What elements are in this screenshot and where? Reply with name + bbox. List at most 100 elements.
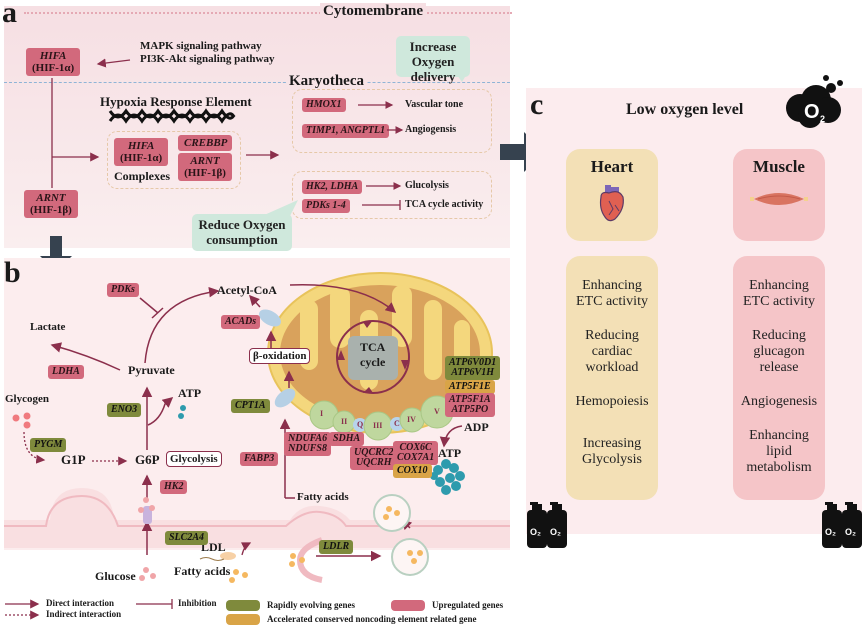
arnt-gene: ARNT — [36, 192, 66, 204]
pdks-1-4-gene[interactable]: PDKs 1-4 — [302, 199, 350, 213]
slc2a4-gene[interactable]: SLC2A4 — [165, 531, 209, 545]
glucose-dots-top — [138, 497, 155, 513]
complex-q-label: Q — [357, 420, 364, 429]
arnt-gene-box[interactable]: ARNT (HIF-1β) — [24, 190, 78, 218]
timp1-angptl1-gene[interactable]: TIMP1, ANGPTL1 — [302, 124, 390, 138]
hmox1-gene[interactable]: HMOX1 — [302, 98, 346, 112]
atp6v-box[interactable]: ATP6V0D1 ATP6V1H — [445, 356, 501, 380]
acads-gene[interactable]: ACADs — [221, 315, 261, 329]
ldlr-gene[interactable]: LDLR — [319, 540, 354, 554]
acads-to-acetylcoa — [248, 294, 261, 308]
tank-label: O₂ — [530, 527, 541, 537]
atp5f1a-gene: ATP5F1A — [449, 394, 491, 405]
complex-arnt-box[interactable]: ARNT (HIF-1β) — [178, 153, 232, 181]
ndufa6-gene: NDUFA6 — [288, 433, 328, 444]
o2-cloud-icon: O 2 — [778, 74, 848, 130]
increase-callout-line2: delivery — [410, 69, 456, 84]
legend-inhibition-line — [136, 599, 173, 609]
cox10-gene[interactable]: COX10 — [393, 464, 432, 478]
sdha-gene[interactable]: SDHA — [329, 432, 365, 446]
reduce-callout-tail — [262, 200, 298, 216]
signaling-pathways: MAPK signaling pathway PI3K-Akt signalin… — [140, 40, 274, 66]
o2-cloud-sub: 2 — [820, 114, 825, 124]
atp5po-gene: ATP5PO — [451, 404, 489, 415]
vesicle-upper — [373, 494, 411, 532]
adp-label: ADP — [464, 420, 489, 434]
reduce-callout-line2: consumption — [206, 232, 278, 247]
muscle-organ-icon — [750, 191, 808, 207]
cox7a1-gene: COX7A1 — [397, 452, 435, 463]
cox-box[interactable]: COX6C COX7A1 — [393, 441, 439, 465]
reduce-oxygen-callout: Reduce Oxygen consumption — [192, 214, 292, 251]
mapk-pathway: MAPK signaling pathway — [140, 40, 262, 52]
oxygen-tank-icon-left — [527, 502, 567, 548]
tca-box — [348, 336, 398, 380]
pdks-inhibition — [362, 200, 401, 210]
uqcrh-gene: UQCRH — [355, 457, 392, 468]
fabp3-gene[interactable]: FABP3 — [240, 452, 279, 466]
tca-activity-label: TCA cycle activity — [405, 199, 484, 210]
complex-iv-label: IV — [407, 415, 416, 424]
g6p-label: G6P — [135, 452, 160, 467]
complex-hifa-box[interactable]: HIFA (HIF-1α) — [114, 138, 169, 166]
uqcr-box[interactable]: UQCRC2 UQCRH — [350, 446, 398, 470]
pygm-gene[interactable]: PYGM — [30, 438, 67, 452]
tca-cycle-label: TCA cycle — [360, 340, 385, 370]
complex-arnt-protein: (HIF-1β) — [184, 167, 226, 179]
slc2a4-transporter — [143, 506, 152, 524]
angiogensis-label: Angiogensis — [405, 124, 457, 135]
heart-title: Heart — [590, 157, 634, 176]
atp5-box[interactable]: ATP5F1A ATP5PO — [445, 393, 495, 417]
etc-complexes — [309, 395, 454, 441]
adp-to-atp — [439, 425, 463, 448]
glucose-dots-bottom — [139, 567, 156, 581]
complexes-box — [107, 131, 241, 189]
cpt1a-gene[interactable]: CPT1A — [231, 399, 270, 413]
karyotheca-line — [4, 82, 510, 83]
muscle-card[interactable]: Muscle — [733, 149, 825, 241]
heart-effect-3: Hemopoiesis — [575, 394, 649, 409]
hk2-gene[interactable]: HK2 — [160, 480, 188, 494]
acads-transporter — [259, 309, 281, 327]
eno3-gene[interactable]: ENO3 — [107, 403, 142, 417]
cell-membrane-inner — [4, 494, 510, 527]
crebbp-gene: CREBBP — [184, 137, 228, 149]
reduce-callout-line1: Reduce Oxygen — [198, 217, 286, 232]
g1p-label: G1P — [61, 452, 86, 467]
vesicle-lower — [391, 538, 429, 576]
tca-line1: TCA — [360, 340, 386, 354]
atp-label-2: ATP — [438, 446, 462, 460]
hifa-protein: (HIF-1α) — [32, 62, 75, 74]
arnt-protein: (HIF-1β) — [30, 204, 72, 216]
glucolysis-label: Glucolysis — [405, 180, 449, 191]
hk2-ldha-gene[interactable]: HK2, LDHA — [302, 180, 363, 194]
ndufa-box[interactable]: NDUFA6 NDUFS8 — [284, 432, 332, 456]
atp5f1e-gene[interactable]: ATP5F1E — [445, 380, 495, 394]
glycogen-to-g1p — [23, 431, 46, 464]
increase-callout-tail — [455, 72, 468, 82]
atp-label-1: ATP — [178, 386, 202, 400]
pdks-gene[interactable]: PDKs — [107, 283, 139, 297]
uqcrc2-gene: UQCRC2 — [354, 447, 394, 458]
ldha-gene[interactable]: LDHA — [48, 365, 84, 379]
atp6v1h-gene: ATP6V1H — [451, 367, 495, 378]
crebbp-box[interactable]: CREBBP — [178, 135, 232, 151]
heart-card[interactable]: Heart — [566, 149, 658, 241]
cell-membrane — [4, 488, 510, 548]
glycogen-label: Glycogen — [5, 393, 49, 405]
beta-oxidation-box: β-oxidation — [249, 348, 311, 364]
hifa-gene-box[interactable]: HIFA (HIF-1α) — [26, 48, 81, 76]
pyruvate-to-lactate — [50, 342, 121, 371]
oxygen-delivery-box — [292, 89, 492, 153]
o2-cloud-text: O — [804, 101, 820, 123]
karyotheca-label: Karyotheca — [286, 73, 367, 90]
ndufs8-gene: NDUFS8 — [288, 443, 327, 454]
